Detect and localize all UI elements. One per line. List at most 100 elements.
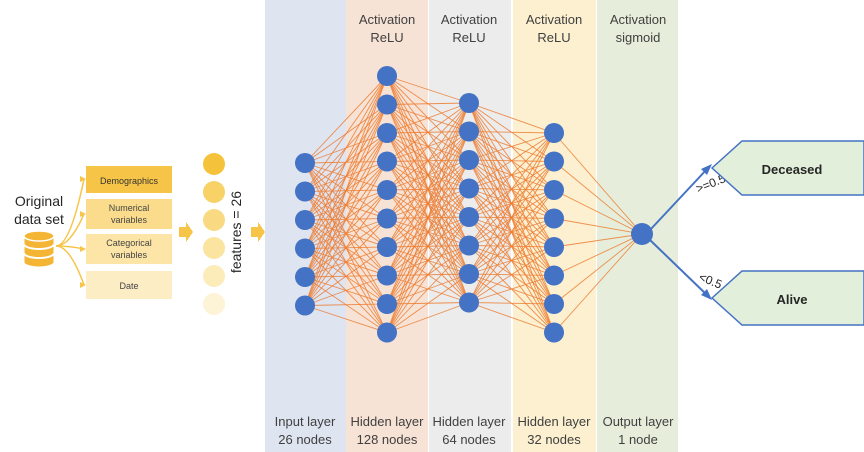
layer-size-2: 64 nodes xyxy=(442,432,496,447)
neuron-node-2-6 xyxy=(459,264,479,284)
layer-labels: Input layer 26 nodes Hidden layer 128 no… xyxy=(275,414,674,447)
category-box-2 xyxy=(86,234,172,264)
edge xyxy=(553,233,643,333)
source-dataset: Original data set xyxy=(14,193,64,268)
edge xyxy=(304,305,388,333)
layer-name-2: Hidden layer xyxy=(433,414,507,429)
edge xyxy=(468,275,555,303)
edge xyxy=(553,189,643,235)
neuron-node-3-1 xyxy=(544,151,564,172)
feature-circle-1 xyxy=(203,181,225,203)
neuron-node-2-0 xyxy=(459,93,479,113)
activation-fn-4: sigmoid xyxy=(616,30,661,45)
neuron-node-0-3 xyxy=(295,238,315,259)
feature-circles xyxy=(203,153,225,315)
edge xyxy=(468,132,555,303)
category-label-1b: variables xyxy=(111,215,148,225)
branch-line-3 xyxy=(55,245,85,286)
category-list: Demographics Numerical variables Categor… xyxy=(86,166,172,299)
activation-headers: Activation ReLU Activation ReLU Activati… xyxy=(359,12,666,45)
neuron-node-1-2 xyxy=(377,123,397,143)
neuron-node-3-7 xyxy=(544,322,564,343)
output-arrow-deceased xyxy=(649,167,709,231)
neuron-node-0-0 xyxy=(295,153,315,173)
neuron-node-3-6 xyxy=(544,294,564,314)
output-label-deceased: Deceased xyxy=(762,162,823,177)
edge xyxy=(468,131,555,134)
neuron-node-2-2 xyxy=(459,150,479,170)
category-box-1 xyxy=(86,199,172,229)
layer-size-4: 1 node xyxy=(618,432,658,447)
edge xyxy=(386,216,470,333)
activation-fn-2: ReLU xyxy=(452,30,485,45)
edge xyxy=(553,161,643,235)
category-branch-lines xyxy=(55,176,86,288)
edge xyxy=(304,75,388,249)
neuron-node-1-8 xyxy=(377,294,397,314)
activation-fn-1: ReLU xyxy=(370,30,403,45)
neuron-node-4-0 xyxy=(631,223,653,245)
output-branches: >=0.5 <0.5 Deceased Alive xyxy=(649,140,864,326)
layer-size-0: 26 nodes xyxy=(278,432,332,447)
edge xyxy=(304,189,388,306)
edge xyxy=(386,273,470,333)
neuron-node-2-3 xyxy=(459,178,479,199)
neuron-node-2-4 xyxy=(459,207,479,227)
neuron-node-1-5 xyxy=(377,208,397,229)
edge xyxy=(386,102,470,162)
flow-arrows xyxy=(179,222,265,242)
database-icon xyxy=(23,230,55,268)
edge xyxy=(386,159,470,333)
source-label-line2: data set xyxy=(14,211,64,227)
neuron-node-2-1 xyxy=(459,121,479,142)
edge xyxy=(386,102,470,333)
neuron-node-1-3 xyxy=(377,151,397,172)
edge xyxy=(468,302,555,333)
edge xyxy=(304,75,388,306)
category-label-0: Demographics xyxy=(100,176,159,186)
edge xyxy=(304,303,388,306)
edge xyxy=(304,275,388,306)
neuron-node-3-2 xyxy=(544,180,564,200)
category-label-1a: Numerical xyxy=(109,203,150,213)
edge xyxy=(468,132,555,275)
edge xyxy=(386,302,470,333)
layer-name-4: Output layer xyxy=(603,414,674,429)
edge xyxy=(386,188,470,333)
edge xyxy=(304,75,388,278)
branch-arrowhead-icon-0 xyxy=(80,176,86,182)
branch-arrowhead-icon-2 xyxy=(80,246,86,252)
edge xyxy=(304,246,388,306)
neuron-node-3-4 xyxy=(544,237,564,257)
layer-size-3: 32 nodes xyxy=(527,432,581,447)
decision-box-deceased xyxy=(710,140,864,196)
category-box-3 xyxy=(86,271,172,299)
edge xyxy=(553,233,643,305)
neuron-node-0-1 xyxy=(295,181,315,202)
edge xyxy=(468,132,555,189)
edge xyxy=(468,218,555,303)
edge xyxy=(386,102,470,276)
arrowhead-icon-alive xyxy=(701,289,712,300)
feature-circle-2 xyxy=(203,209,225,231)
edge xyxy=(468,161,555,303)
edge xyxy=(304,218,388,306)
edge xyxy=(386,102,470,219)
activation-fn-3: ReLU xyxy=(537,30,570,45)
feature-circle-5 xyxy=(203,293,225,315)
edge xyxy=(468,132,555,246)
branch-arrowhead-icon-1 xyxy=(80,211,86,217)
neuron-node-2-7 xyxy=(459,292,479,313)
edge xyxy=(304,132,388,306)
layer-name-0: Input layer xyxy=(275,414,336,429)
category-label-2b: variables xyxy=(111,250,148,260)
edge xyxy=(553,218,643,235)
edge xyxy=(553,233,643,248)
edge xyxy=(304,75,388,164)
edge xyxy=(386,131,470,333)
edge xyxy=(468,302,555,305)
edge xyxy=(386,102,470,191)
edge xyxy=(468,102,555,134)
edge xyxy=(468,189,555,303)
edge xyxy=(386,245,470,333)
